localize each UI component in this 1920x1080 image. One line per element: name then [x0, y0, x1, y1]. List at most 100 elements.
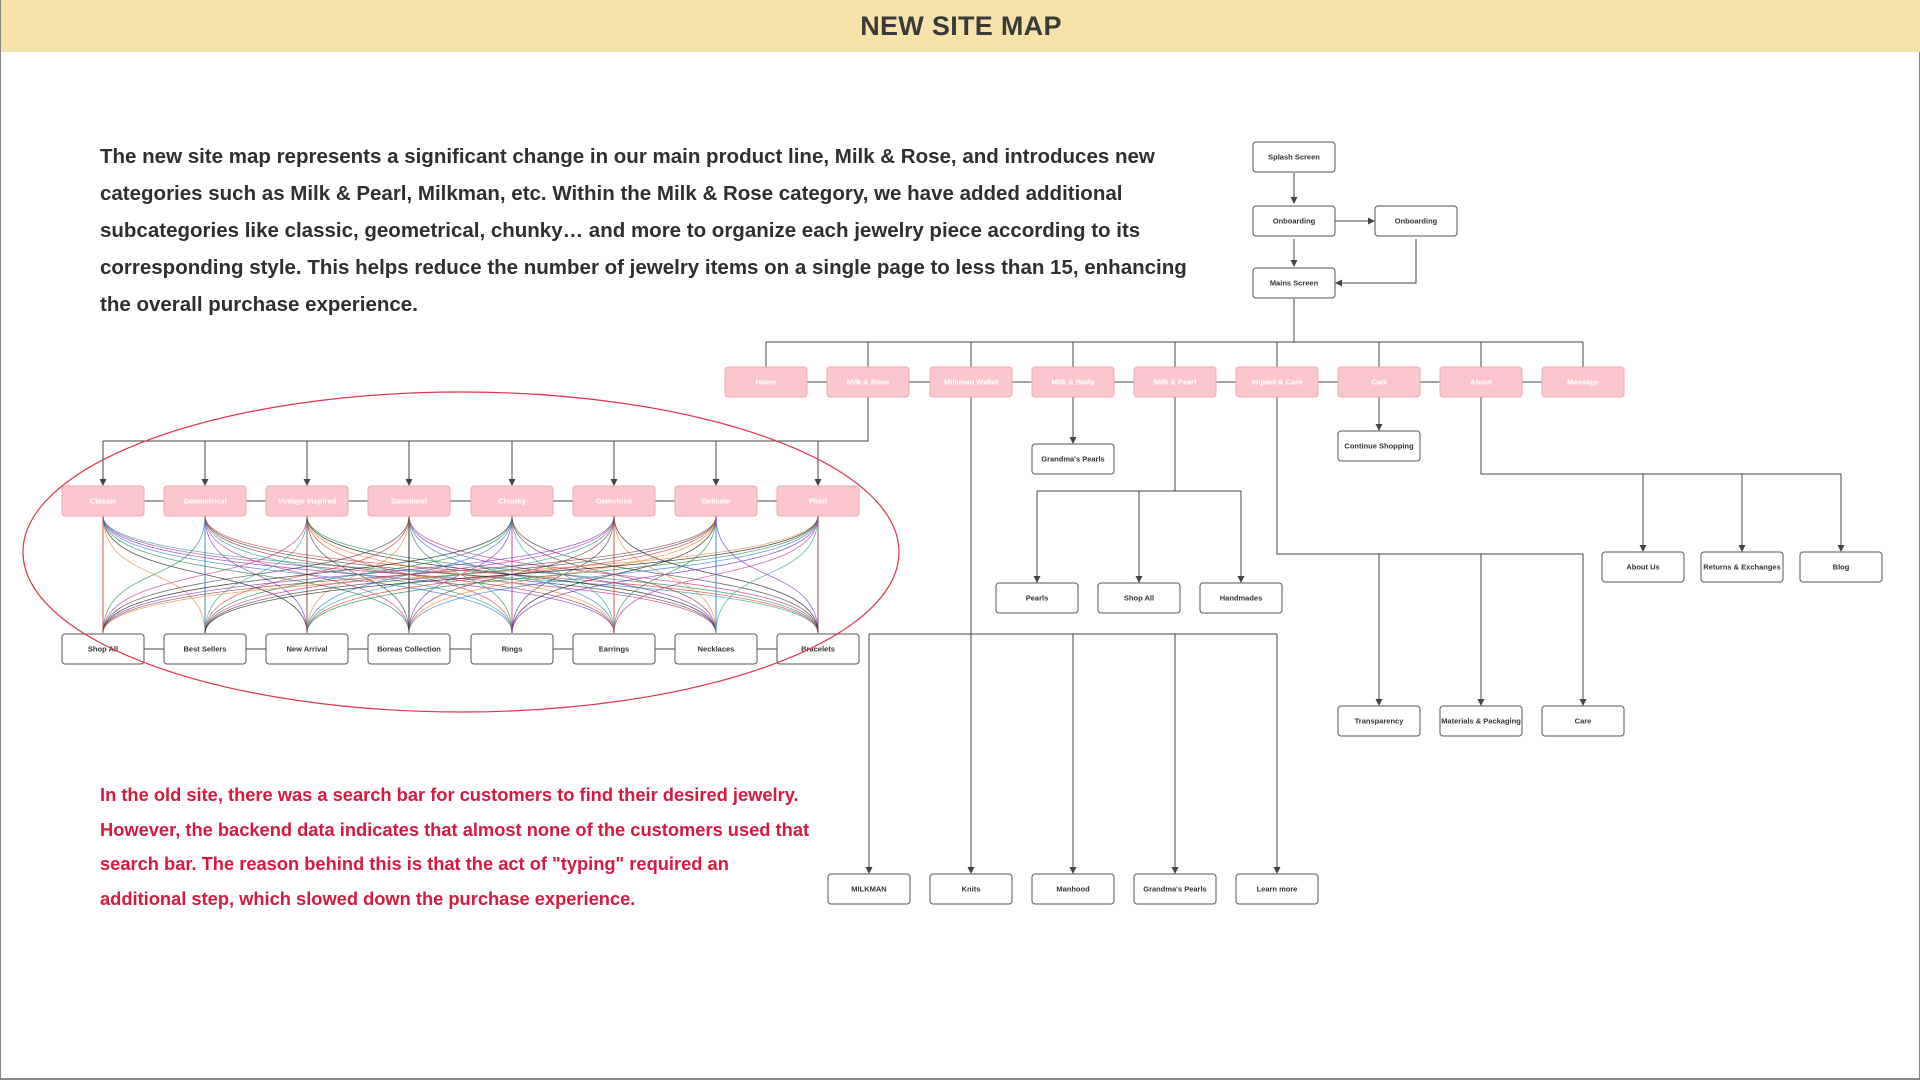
collection-bracelets-box	[776, 633, 860, 665]
style-delicate: Delicate	[702, 497, 731, 506]
style-vintage-inspired: Vintage Inspired	[278, 497, 337, 506]
milkman-manhood: Manhood	[1056, 885, 1090, 894]
collection-rings-box	[470, 633, 554, 665]
nav-milkman-wallet: Milkman Wallet	[944, 378, 998, 387]
milk-body-grandmas-pearls: Grandma's Pearls	[1041, 455, 1104, 464]
milkman-knits: Knits	[962, 885, 981, 894]
about-about-us-box	[1601, 551, 1685, 583]
collection-best-sellers-box	[163, 633, 247, 665]
milk-body-grandmas-pearls-box	[1031, 443, 1115, 475]
collection-boreas-collection: Boreas Collection	[377, 645, 441, 654]
style-to-collection-link	[408, 515, 819, 634]
impact-care-box	[1541, 705, 1625, 737]
style-chunky: Chunky	[498, 497, 526, 506]
collection-rings: Rings	[502, 645, 523, 654]
nav-home: Home	[756, 378, 777, 387]
collection-earrings-box	[572, 633, 656, 665]
collection-new-arrival-box	[265, 633, 349, 665]
milkman-milkman-box	[827, 873, 911, 905]
milkman-grandma-s-pearls: Grandma's Pearls	[1143, 885, 1206, 894]
style-to-collection-link	[204, 515, 819, 634]
style-collection-links	[102, 515, 819, 634]
nav-cart-box	[1337, 366, 1421, 398]
style-classic: Classic	[90, 497, 116, 506]
node-onboarding-1-box	[1252, 205, 1336, 237]
search-bar-note: In the old site, there was a search bar …	[100, 784, 810, 909]
nav-milk-and-body: Milk & Body	[1052, 378, 1096, 387]
nav-about: About	[1470, 378, 1492, 387]
style-gemstone: Gemstone	[596, 497, 633, 506]
node-mains-screen-box	[1252, 267, 1336, 299]
nav-milk-and-body-box	[1031, 366, 1115, 398]
connector-lines	[99, 173, 1845, 874]
style-chunky-box	[470, 485, 554, 517]
impact-materials-and-packaging: Materials & Packaging	[1441, 717, 1521, 726]
about-blog: Blog	[1833, 563, 1850, 572]
nav-home-box	[724, 366, 808, 398]
style-geometrical-box	[163, 485, 247, 517]
style-to-collection-link	[102, 515, 410, 634]
nav-milk-and-rose: Milk & Rose	[847, 378, 890, 387]
style-statement: Statement	[391, 497, 428, 506]
impact-care: Care	[1575, 717, 1592, 726]
style-to-collection-link	[613, 515, 819, 634]
milk-pearl-pearls: Pearls	[1026, 594, 1049, 603]
milk-pearl-pearls-box	[995, 582, 1079, 614]
impact-transparency: Transparency	[1355, 717, 1405, 726]
title-bar: NEW SITE MAP	[1, 0, 1920, 52]
style-to-collection-link	[102, 515, 717, 634]
nav-milk-and-rose-box	[826, 366, 910, 398]
style-vintage-inspired-box	[265, 485, 349, 517]
collection-bracelets: Bracelets	[801, 645, 835, 654]
about-bus	[1480, 397, 1841, 475]
milkman-knits-box	[929, 873, 1013, 905]
impact-bus	[1276, 397, 1583, 555]
milkman-learn-more-box	[1235, 873, 1319, 905]
node-onboarding-1: Onboarding	[1273, 217, 1316, 226]
impact-materials-and-packaging-box	[1439, 705, 1523, 737]
node-splash-screen: Splash Screen	[1268, 153, 1320, 162]
milk-pearl-shop-all: Shop All	[1124, 594, 1154, 603]
collection-new-arrival: New Arrival	[287, 645, 328, 654]
style-statement-box	[367, 485, 451, 517]
milkman-grandma-s-pearls-box	[1133, 873, 1217, 905]
nav-impact-and-care-box	[1235, 366, 1319, 398]
cart-continue-shopping: Continue Shopping	[1344, 442, 1414, 451]
highlight-ellipse	[22, 391, 900, 713]
nav-milk-and-pearl-box	[1133, 366, 1217, 398]
milk-rose-bus	[103, 397, 869, 442]
style-to-collection-link	[102, 515, 819, 634]
style-gemstone-box	[572, 485, 656, 517]
node-splash-screen-box	[1252, 141, 1336, 173]
collection-shop-all-box	[61, 633, 145, 665]
collection-necklaces-box	[674, 633, 758, 665]
node-onboarding-2-box	[1374, 205, 1458, 237]
nav-impact-and-care: Impact & Care	[1252, 378, 1302, 387]
node-onboarding-2: Onboarding	[1395, 217, 1438, 226]
style-to-collection-link	[102, 515, 308, 634]
about-about-us: About Us	[1626, 563, 1659, 572]
milkman-milkman: MILKMAN	[851, 885, 886, 894]
milk-pearl-handmades-box	[1199, 582, 1283, 614]
about-blog-box	[1799, 551, 1883, 583]
cart-continue-shopping-box	[1337, 430, 1421, 462]
collection-boreas-collection-box	[367, 633, 451, 665]
style-classic-box	[61, 485, 145, 517]
nav-message: Message	[1567, 378, 1599, 387]
node-mains-screen: Mains Screen	[1270, 279, 1319, 288]
style-to-collection-link	[511, 515, 819, 634]
collection-best-sellers: Best Sellers	[184, 645, 227, 654]
milk-pearl-handmades: Handmades	[1220, 594, 1263, 603]
style-to-collection-link	[306, 515, 819, 634]
style-fluid: Fluid	[809, 497, 827, 506]
style-fluid-box	[776, 485, 860, 517]
collection-necklaces: Necklaces	[698, 645, 735, 654]
collection-shop-all: Shop All	[88, 645, 118, 654]
page-title: NEW SITE MAP	[860, 10, 1062, 41]
onboarding-to-mains-return	[1335, 239, 1417, 287]
milkman-learn-more: Learn more	[1257, 885, 1298, 894]
about-returns-and-exchanges: Returns & Exchanges	[1703, 563, 1781, 572]
